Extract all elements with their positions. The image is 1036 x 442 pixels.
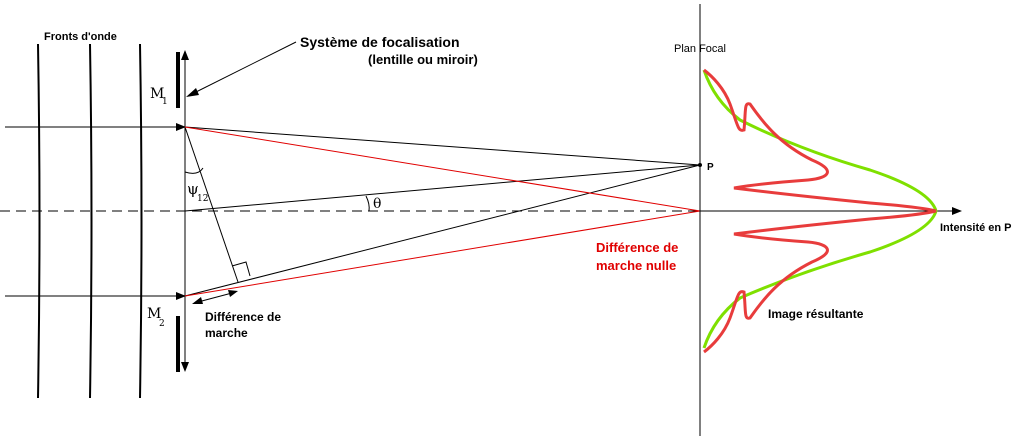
- focusing-system-arrow-top: [181, 50, 189, 60]
- point-p: [698, 163, 702, 167]
- focusing-system-pointer-arrowhead: [186, 88, 199, 97]
- black-rays: [184, 126, 701, 297]
- focal-plane-label: Plan Focal: [674, 43, 726, 55]
- path-difference-arrow: [197, 292, 233, 303]
- wavefront-3: [139, 43, 143, 399]
- wavefront-2: [89, 43, 93, 399]
- psi-angle-arc: [184, 167, 204, 174]
- theta-angle-arc: [365, 195, 370, 212]
- red-ray-top: [184, 126, 701, 212]
- wavefronts: [37, 43, 143, 399]
- theta-symbol: θ: [373, 196, 381, 212]
- mirror-m1-label: M: [150, 86, 164, 102]
- mirror-m2-subscript: 2: [159, 319, 165, 329]
- right-angle-marker: [231, 261, 251, 277]
- wavefront-normal: [184, 126, 239, 283]
- focusing-system-detail-label: (lentille ou miroir): [368, 52, 478, 67]
- path-difference-arrowhead-left: [192, 297, 203, 304]
- path-difference-label-line2: marche: [205, 326, 248, 340]
- resulting-image-label: Image résultante: [768, 307, 864, 321]
- focusing-system-arrow-bottom: [181, 362, 189, 372]
- ray-bottom-to-p: [184, 164, 701, 297]
- path-difference-label-line1: Différence de: [205, 310, 281, 324]
- fringe-curve: [703, 68, 937, 354]
- ray-top-to-p: [184, 126, 701, 166]
- point-p-label: P: [707, 162, 714, 173]
- path-difference-arrowhead-right: [228, 290, 238, 297]
- mirror-m1-subscript: 1: [162, 97, 168, 107]
- red-ray-bottom: [184, 210, 701, 297]
- incoming-ray-bottom-arrowhead: [176, 292, 186, 300]
- wavefront-1: [37, 43, 41, 399]
- psi-symbol: ψ: [187, 180, 199, 198]
- wavefronts-label: Fronts d'onde: [44, 31, 117, 43]
- psi-subscript: 12: [197, 194, 208, 204]
- zero-path-difference-label-line2: marche nulle: [596, 258, 676, 273]
- intensity-label: Intensité en P: [940, 222, 1012, 234]
- ray-center-to-p: [184, 164, 701, 212]
- incoming-ray-top-arrowhead: [176, 123, 186, 131]
- intensity-axis-arrowhead: [952, 207, 962, 215]
- zero-path-difference-label-line1: Différence de: [596, 240, 678, 255]
- mirror-m2-label: M: [147, 306, 161, 322]
- red-rays: [184, 126, 701, 297]
- focusing-system-pointer: [191, 41, 297, 95]
- focusing-system-label: Système de focalisation: [300, 34, 460, 50]
